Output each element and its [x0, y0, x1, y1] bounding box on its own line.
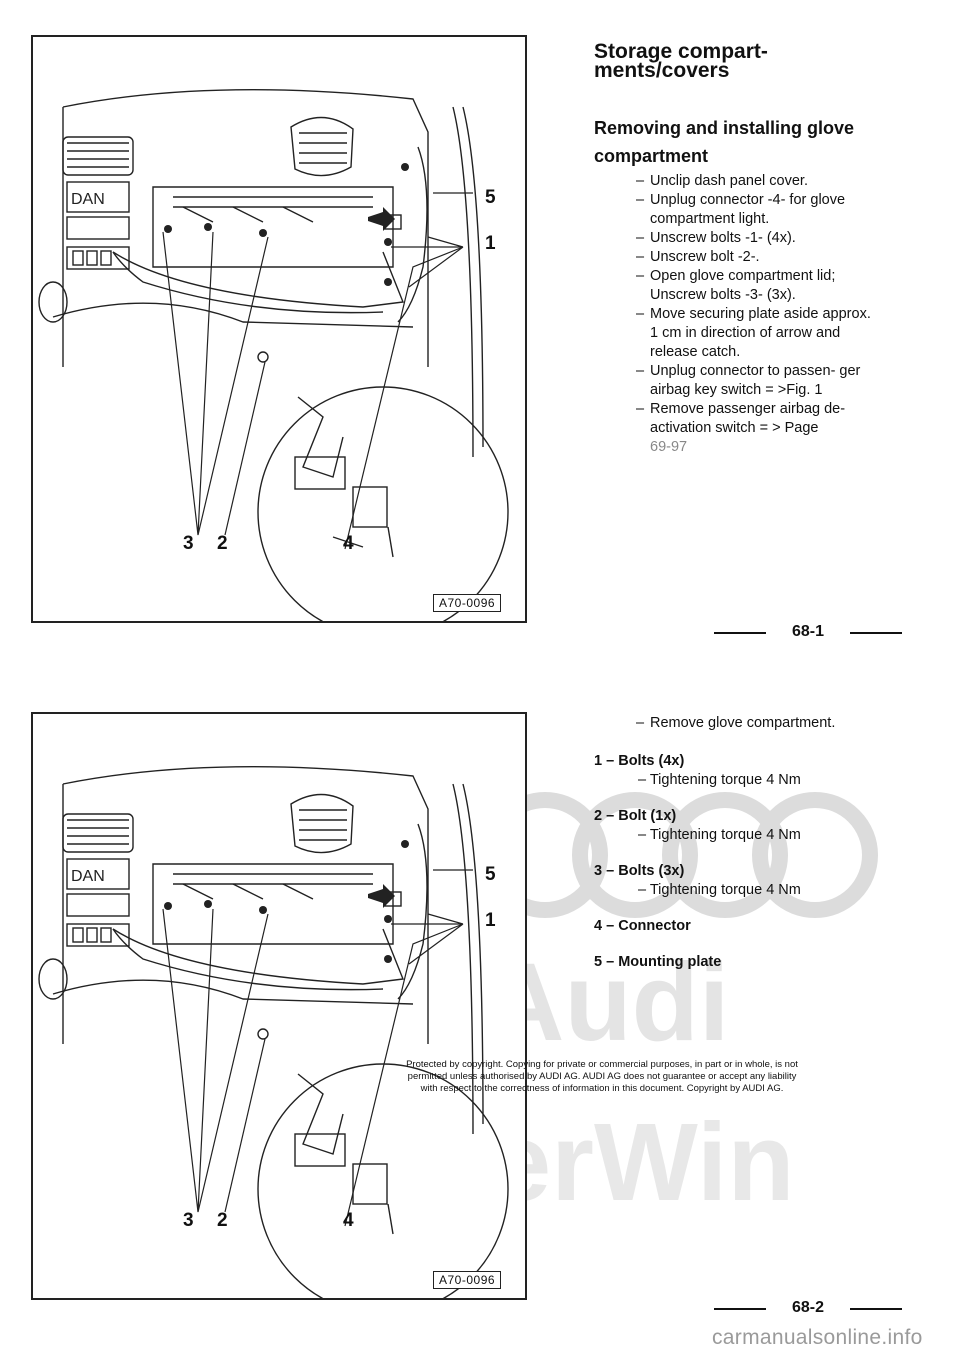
callout-2: 2 — [217, 1210, 228, 1231]
step-text: Open glove compartment lid; Unscrew bolt… — [650, 268, 836, 303]
copyright-notice: Protected by copyright. Copying for priv… — [362, 1059, 842, 1095]
callout-1: 1 — [485, 233, 496, 254]
copyright-line: Protected by copyright. Copying for priv… — [406, 1059, 798, 1070]
legend-label: Bolts (3x) — [618, 863, 685, 879]
step-text: Unplug connector to passen- ger airbag k… — [650, 363, 861, 398]
procedure-heading: Removing and installing glove compartmen… — [594, 114, 934, 170]
page-reference-link[interactable]: 69-97 — [650, 439, 688, 455]
step-item: –Unscrew bolt -2-. — [632, 248, 882, 267]
section-title-line2: ments/covers — [594, 59, 730, 82]
step-item: –Unscrew bolts -1- (4x). — [632, 229, 882, 248]
step-text: Remove glove compartment. — [650, 715, 836, 731]
dashboard-illustration-repeat — [38, 765, 509, 1298]
legend-number: 3 — [594, 863, 603, 879]
step-dash: – — [636, 401, 645, 417]
step-item: –Unplug connector -4- for glove compartm… — [632, 191, 882, 229]
step-item: –Unplug connector to passen- ger airbag … — [632, 362, 882, 400]
step-text: Unplug connector -4- for glove compartme… — [650, 192, 846, 227]
legend-item: 1 – Bolts (4x) – Tightening torque 4 Nm — [594, 752, 914, 790]
step-item: –Open glove compartment lid; Unscrew bol… — [632, 267, 882, 305]
callout-5: 5 — [485, 864, 496, 885]
step-text: Unclip dash panel cover. — [650, 173, 808, 189]
procedure-heading-line2: compartment — [594, 146, 709, 166]
legend-number: 1 — [594, 753, 603, 769]
legend-label: Connector — [618, 918, 691, 934]
step-item: –Remove passenger airbag de- activation … — [632, 400, 882, 457]
copyright-line: with respect to the correctness of infor… — [420, 1083, 784, 1094]
step-text: Unscrew bolts -1- (4x). — [650, 230, 796, 246]
remove-step: –Remove glove compartment. — [632, 714, 912, 733]
figure-glove-compartment-2: 5 1 3 2 4 A70-0096 — [31, 712, 527, 1300]
site-watermark-text: carmanualsonline.info — [712, 1326, 923, 1349]
page-number-rule-right — [850, 1308, 902, 1310]
step-dash: – — [636, 249, 645, 265]
step-text: Remove passenger airbag de- activation s… — [650, 401, 846, 436]
step-dash: – — [636, 306, 645, 322]
legend-item: 3 – Bolts (3x) – Tightening torque 4 Nm — [594, 862, 914, 900]
legend-detail: Tightening torque 4 Nm — [649, 882, 801, 898]
legend-detail: Tightening torque 4 Nm — [649, 827, 801, 843]
copyright-line: permitted unless authorised by AUDI AG. … — [407, 1071, 797, 1082]
callout-1: 1 — [485, 910, 496, 931]
page-number-rule-right — [850, 632, 902, 634]
legend-label: Bolts (4x) — [618, 753, 685, 769]
legend-sep: – — [606, 954, 615, 970]
legend-item: 5 – Mounting plate — [594, 953, 914, 972]
step-item: –Unclip dash panel cover. — [632, 172, 882, 191]
callout-5: 5 — [485, 187, 496, 208]
legend-detail: Tightening torque 4 Nm — [649, 772, 801, 788]
legend-sep: – — [606, 918, 615, 934]
figure-id-label: A70-0096 — [433, 594, 502, 612]
step-dash: – — [638, 882, 647, 898]
callout-2: 2 — [217, 533, 228, 554]
legend-list: 1 – Bolts (4x) – Tightening torque 4 Nm … — [594, 752, 914, 989]
page-number: 68-2 — [791, 1299, 825, 1316]
figure-glove-compartment-1: DAN — [31, 35, 527, 623]
callout-4: 4 — [343, 1210, 354, 1231]
step-dash: – — [636, 192, 645, 208]
page-number-rule-left — [714, 1308, 766, 1310]
procedure-heading-line1: Removing and installing glove — [594, 118, 855, 138]
dashboard-illustration: DAN — [38, 88, 509, 621]
step-text: Unscrew bolt -2-. — [650, 249, 760, 265]
legend-item: 2 – Bolt (1x) – Tightening torque 4 Nm — [594, 807, 914, 845]
callout-3: 3 — [183, 533, 194, 554]
page-number: 68-1 — [791, 623, 825, 640]
step-dash: – — [636, 715, 645, 731]
legend-sep: – — [606, 863, 615, 879]
step-dash: – — [636, 173, 645, 189]
legend-sep: – — [606, 808, 615, 824]
svg-text:DAN: DAN — [71, 191, 105, 208]
legend-number: 4 — [594, 918, 603, 934]
step-dash: – — [636, 230, 645, 246]
step-text: Move securing plate aside approx. 1 cm i… — [650, 306, 871, 360]
section-title-line1: Storage compart- — [594, 40, 768, 63]
legend-label: Bolt (1x) — [618, 808, 677, 824]
figure-id-label: A70-0096 — [433, 1271, 502, 1289]
legend-item: 4 – Connector — [594, 917, 914, 936]
procedure-steps: –Unclip dash panel cover. –Unplug connec… — [632, 172, 882, 457]
legend-number: 2 — [594, 808, 603, 824]
callout-4: 4 — [343, 533, 354, 554]
legend-sep: – — [606, 753, 615, 769]
step-dash: – — [636, 363, 645, 379]
step-item: –Move securing plate aside approx. 1 cm … — [632, 305, 882, 362]
watermark-sub: erWin — [490, 1101, 795, 1224]
step-dash: – — [638, 772, 647, 788]
callout-3: 3 — [183, 1210, 194, 1231]
legend-number: 5 — [594, 954, 603, 970]
legend-label: Mounting plate — [618, 954, 722, 970]
page-number-rule-left — [714, 632, 766, 634]
step-dash: – — [638, 827, 647, 843]
section-title: Storage compart- ments/covers — [594, 40, 934, 82]
step-dash: – — [636, 268, 645, 284]
